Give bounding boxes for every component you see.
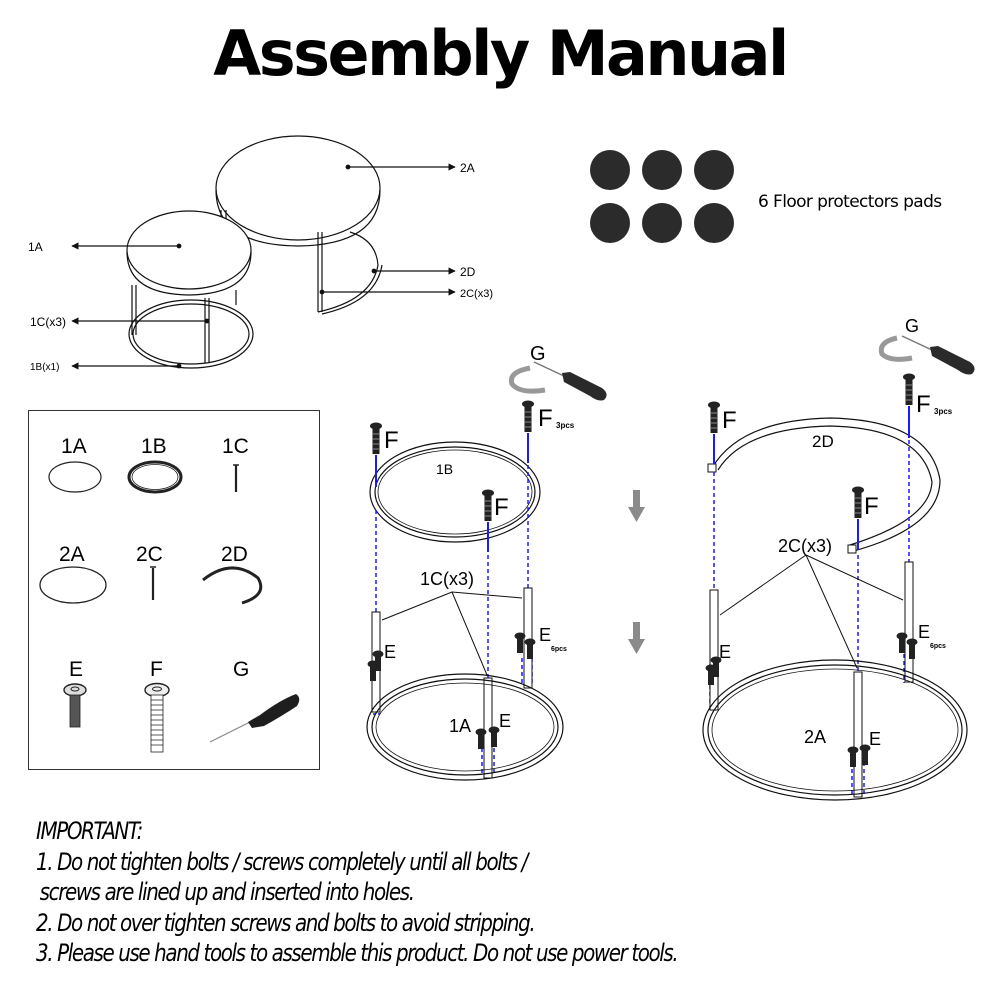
parts-labels: 1A 1B 1C 2A 2C 2D E F G: [59, 435, 249, 681]
part-f-shape: [144, 682, 170, 753]
down-arrow-icon: [628, 490, 645, 522]
step2-legs-label: 2C(x3): [778, 536, 832, 556]
label-2a: 2A: [460, 161, 475, 175]
note-item: 1. Do not tighten bolts / screws complet…: [36, 847, 528, 876]
label-1a: 1A: [28, 240, 43, 254]
notes-heading: IMPORTANT:: [36, 817, 143, 845]
part-label: 1B: [141, 435, 167, 458]
step1-f-label: F: [384, 427, 399, 454]
note-item: 3. Please use hand tools to assemble thi…: [36, 939, 679, 967]
note-item: 2. Do not over tighten screws and bolts …: [36, 908, 536, 937]
step2-f-qty: 3pcs: [934, 407, 953, 416]
label-2c: 2C(x3): [460, 288, 493, 300]
step1-e-label: E: [539, 625, 551, 645]
part-e-shape: [63, 683, 87, 728]
step1-e-label: E: [499, 711, 511, 731]
parts-glyphs: [39, 460, 300, 753]
label-1b: 1B(x1): [30, 362, 59, 373]
floor-pad-icon: [590, 150, 630, 190]
part-label: 2C: [136, 543, 163, 566]
step2-e-qty: 6pcs: [930, 643, 946, 650]
step2-tool-label: G: [905, 316, 919, 336]
step1-base-label: 1A: [449, 716, 471, 736]
step2-labels: G F F 3pcs F 2D 2C(x3) E E 6pcs 2A E: [719, 316, 953, 749]
part-label: G: [233, 658, 249, 681]
step2-e-label: E: [869, 729, 881, 749]
step1-f-label: F: [538, 405, 553, 432]
step1-f-label: F: [494, 494, 509, 521]
floor-pad-icon: [694, 203, 734, 243]
part-label: 1C: [222, 435, 249, 458]
note-item: screws are lined up and inserted into ho…: [39, 878, 415, 906]
step2-f-label: F: [916, 391, 931, 418]
part-g-shape: [209, 694, 300, 743]
step2-exploded-view: [702, 335, 976, 801]
step2-f-label: F: [722, 407, 737, 434]
step2-e-label: E: [719, 642, 731, 662]
part-label: 2A: [59, 543, 85, 566]
large-table: [215, 135, 383, 315]
floor-pad-icon: [590, 203, 630, 243]
down-arrow-icon: [628, 622, 645, 654]
step-arrows: [628, 490, 645, 654]
step1-legs-label: 1C(x3): [420, 569, 474, 589]
parts-list-box: 1A 1B 1C 2A 2C 2D E F G: [28, 410, 320, 770]
part-1b-shape: [127, 460, 183, 494]
floor-pad-icon: [642, 150, 682, 190]
floor-pad-icon: [694, 150, 734, 190]
step2-base-label: 2A: [804, 727, 826, 747]
part-label: F: [150, 658, 163, 681]
part-2a-shape: [39, 566, 107, 604]
label-2d: 2D: [460, 265, 476, 279]
part-1a-shape: [48, 461, 102, 493]
step1-e-label: E: [384, 642, 396, 662]
step2-ring-label: 2D: [812, 432, 834, 451]
step2-e-label: E: [918, 622, 930, 642]
overview-illustration: [71, 135, 456, 370]
step1-labels: G F F 3pcs F 1B 1C(x3) E E 6pcs 1A E: [384, 343, 575, 736]
floor-pad-icon: [642, 203, 682, 243]
part-label: 1A: [61, 435, 87, 458]
step2-f-label: F: [864, 493, 879, 520]
step1-f-qty: 3pcs: [556, 421, 575, 430]
part-2d-shape: [202, 566, 263, 605]
floor-pads-label: 6 Floor protectors pads: [758, 192, 942, 212]
step1-e-qty: 6pcs: [551, 646, 567, 653]
part-label: 2D: [221, 543, 248, 566]
page-title: Assembly Manual: [213, 17, 789, 90]
step1-ring-label: 1B: [436, 461, 453, 477]
important-notes: IMPORTANT: 1. Do not tighten bolts / scr…: [36, 816, 901, 969]
floor-pads: [590, 150, 734, 243]
step1-tool-label: G: [530, 343, 546, 365]
label-1c: 1C(x3): [30, 315, 66, 329]
part-label: E: [69, 658, 83, 681]
small-table: [126, 210, 254, 369]
step1-exploded-view: [366, 361, 608, 781]
